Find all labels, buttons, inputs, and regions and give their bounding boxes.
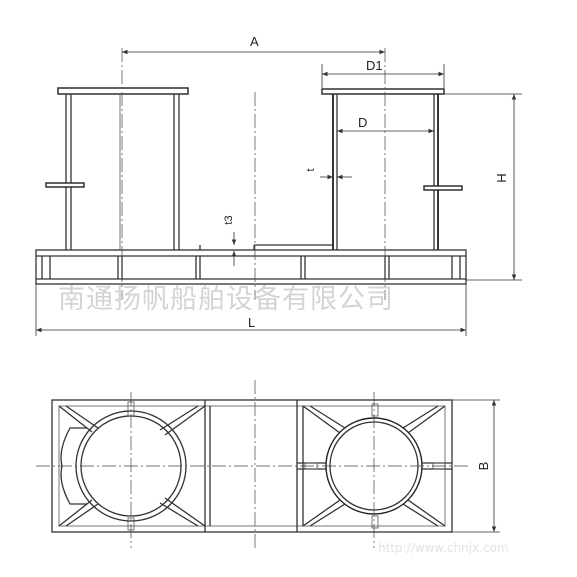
base-frame <box>35 244 467 285</box>
dimension-d1: D1 <box>321 58 445 88</box>
right-bollard-column <box>321 88 463 250</box>
company-watermark: 南通扬帆船舶设备有限公司 <box>58 284 394 315</box>
label-d1: D1 <box>366 58 383 73</box>
dimension-t3: t3 <box>223 215 237 266</box>
footer-watermark: http://www.chnjx.com <box>378 541 509 555</box>
label-a: A <box>250 34 259 49</box>
label-b: B <box>476 462 491 471</box>
dimension-a: A <box>122 34 385 55</box>
dimension-b: B <box>452 399 500 533</box>
front-elevation: A D1 D H t t3 <box>35 34 522 336</box>
label-h: H <box>494 173 509 182</box>
label-l: L <box>248 315 255 330</box>
dimension-d: D <box>337 115 434 134</box>
dimension-l: L <box>35 284 467 336</box>
dimension-t: t <box>305 168 352 180</box>
dimension-h: H <box>444 93 522 281</box>
label-t: t <box>305 168 317 171</box>
label-t3: t3 <box>223 215 235 224</box>
label-d: D <box>358 115 367 130</box>
plan-view: B http://www.chnjx.com <box>36 380 509 555</box>
left-bollard-column <box>45 87 189 250</box>
